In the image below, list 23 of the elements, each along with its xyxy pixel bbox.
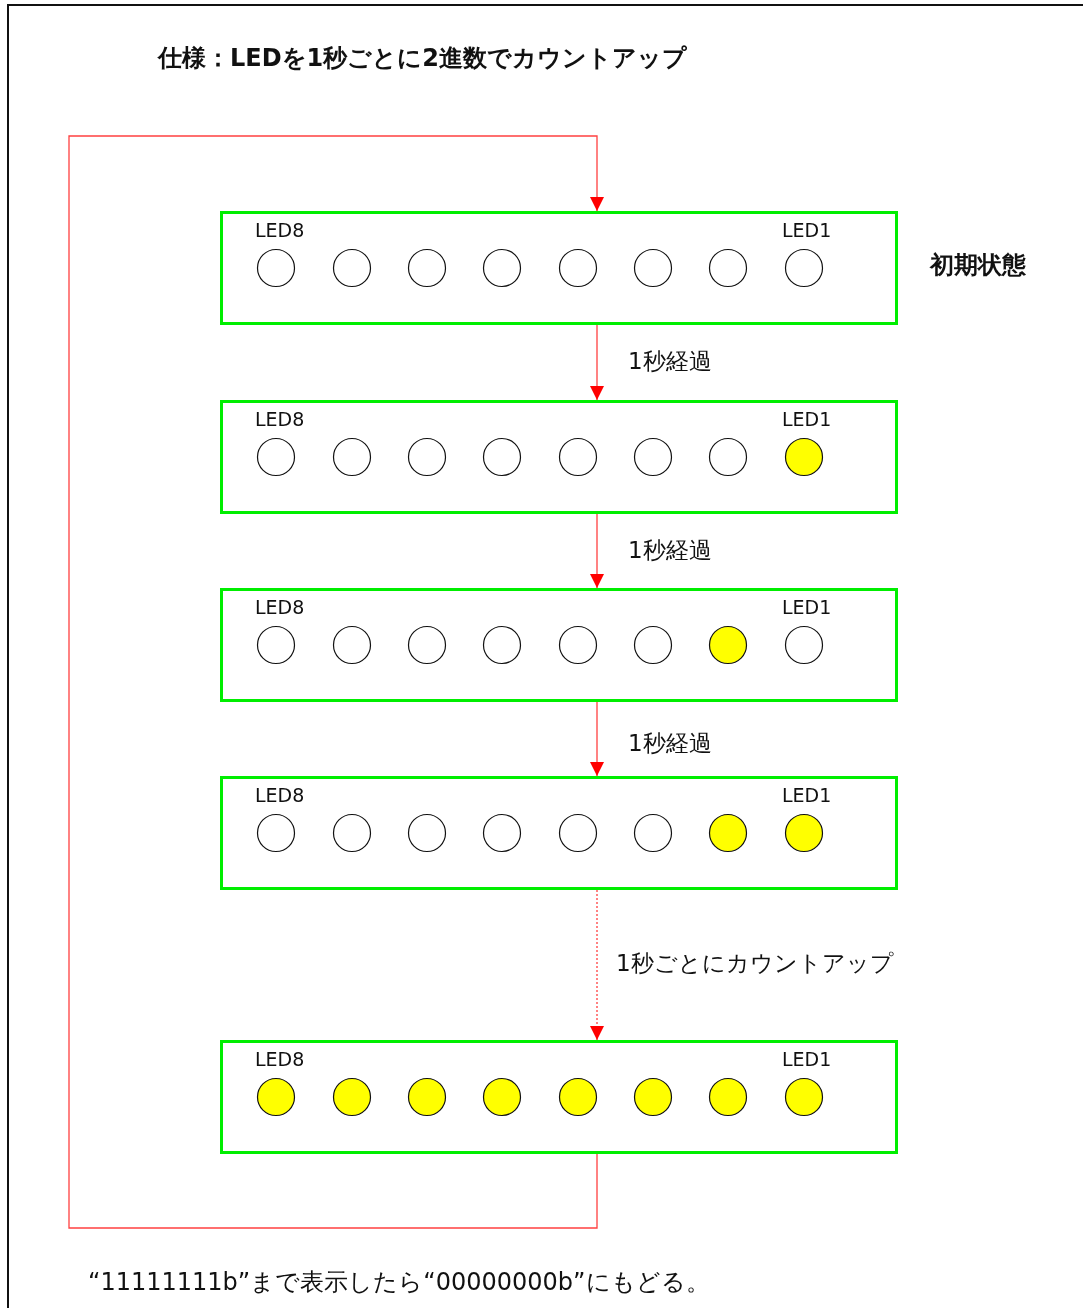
led-label: LED8 [255, 1048, 305, 1070]
title: 仕様：LEDを1秒ごとに2進数でカウントアップ [158, 43, 687, 74]
led-panel [220, 1040, 898, 1154]
led-label: LED1 [782, 408, 832, 430]
led-label: LED8 [255, 784, 305, 806]
led-label: LED8 [255, 219, 305, 241]
arrow [590, 513, 604, 589]
arrow [590, 701, 604, 777]
led-label: LED8 [255, 596, 305, 618]
led-panel [220, 588, 898, 702]
led-label: LED1 [782, 1048, 832, 1070]
led-label: LED1 [782, 596, 832, 618]
led-label: LED8 [255, 408, 305, 430]
led-panel [220, 400, 898, 514]
led-label: LED1 [782, 784, 832, 806]
led-panel [220, 776, 898, 890]
state-label: 初期状態 [930, 250, 1026, 281]
note: “11111111b”まで表示したら“00000000b”にもどる。 [88, 1267, 710, 1298]
led-panel [220, 211, 898, 325]
led-label: LED1 [782, 219, 832, 241]
arrow [590, 324, 604, 401]
arrow [590, 889, 604, 1041]
arrow [68, 135, 604, 1229]
